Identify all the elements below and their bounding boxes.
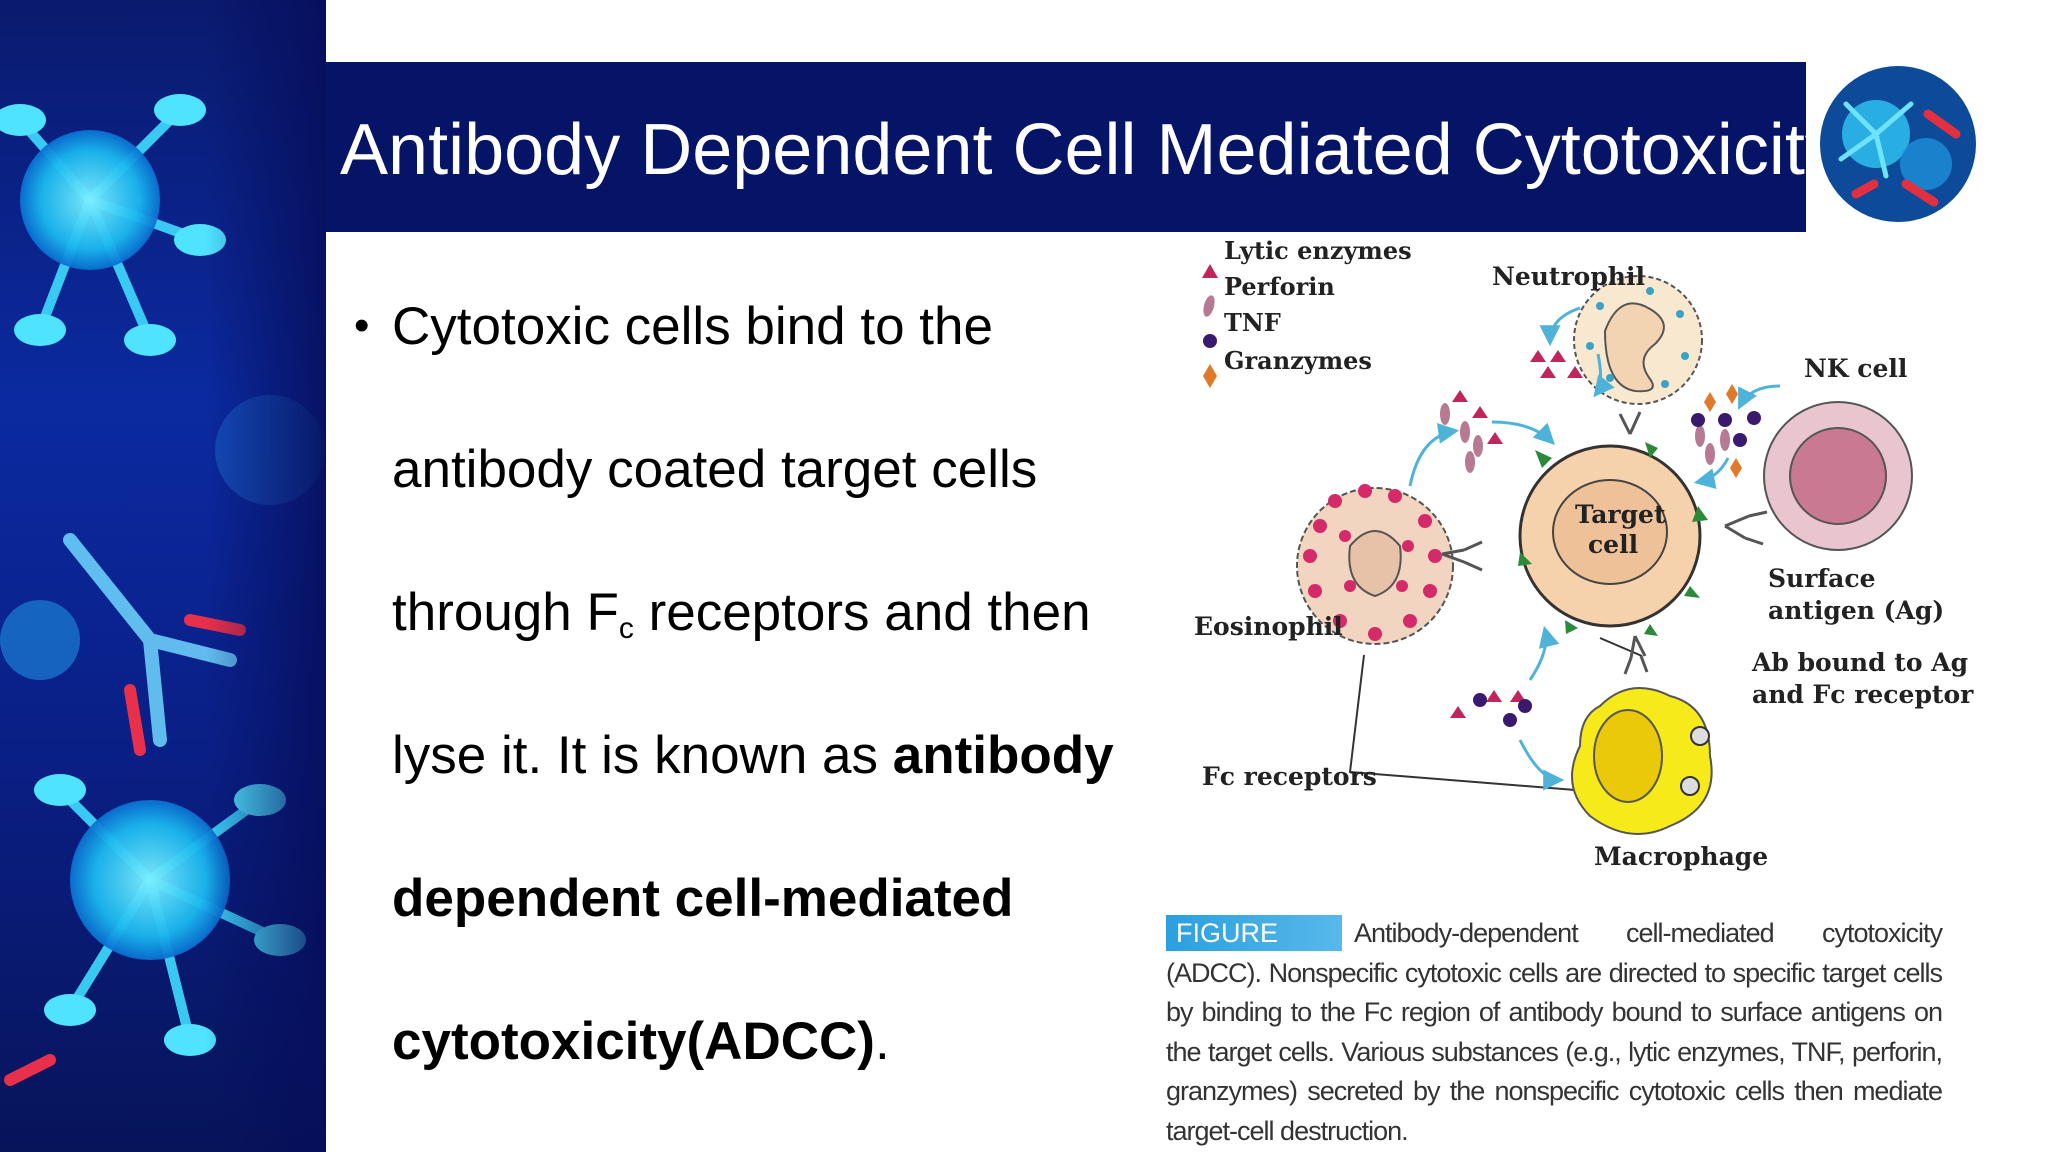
eosinophil-cell (1296, 484, 1454, 645)
bullet-line: dependent cell-mediated (392, 864, 1013, 934)
neutrophil-cell (1573, 275, 1703, 405)
strip-shadow (206, 0, 326, 1152)
nk-cell (1763, 401, 1913, 551)
bullet-bold-text: cytotoxicity(ADCC) (392, 1012, 875, 1071)
surface-antigen-label-line1: Surface (1768, 564, 1876, 593)
fc-subscript: c (618, 612, 634, 645)
legend-label: Granzymes (1224, 346, 1372, 375)
ab-bound-label-line2: and Fc receptor (1752, 680, 1974, 709)
legend-label: Perforin (1224, 272, 1335, 301)
adcc-illustration (1202, 264, 1913, 835)
bullet-text: Cytotoxic cells bind to the (392, 297, 993, 356)
adcc-diagram: Lytic enzymes Perforin TNF Granzymes Neu… (1180, 236, 1974, 896)
nk-cell-label: NK cell (1804, 354, 1908, 383)
surface-antigen-label-line2: antigen (Ag) (1768, 596, 1945, 625)
bullet-line: lyse it. It is known as antibody (392, 721, 1114, 791)
legend-label: TNF (1224, 308, 1281, 337)
bullet-text: antibody coated target cells (392, 440, 1038, 499)
bullet-marker: • (354, 301, 370, 350)
bullet-line: Cytotoxic cells bind to the (392, 292, 993, 362)
target-cell-label-line2: cell (1587, 530, 1639, 559)
circle-icon (1203, 334, 1217, 348)
decorative-virus-background (0, 0, 326, 1152)
bullet-bold-text: dependent cell-mediated (392, 869, 1014, 928)
bullet-bold-text: antibody (892, 726, 1114, 785)
perforin-icon (1203, 295, 1215, 317)
target-cell-label-line1: Target (1575, 500, 1666, 529)
bullet-line: antibody coated target cells (392, 435, 1037, 505)
bullet-text: . (874, 1012, 890, 1071)
bullet-text: receptors and then (633, 583, 1091, 642)
target-cell (1518, 442, 1708, 636)
bullet-line: cytotoxicity(ADCC). (392, 1007, 890, 1077)
neutrophil-label: Neutrophil (1492, 262, 1645, 291)
diamond-icon (1203, 364, 1217, 388)
eosinophil-label: Eosinophil (1194, 612, 1343, 641)
bullet-text: lyse it. It is known as (392, 726, 893, 785)
slide-title: Antibody Dependent Cell Mediated Cytotox… (340, 110, 1841, 190)
title-bar (326, 62, 1806, 232)
fc-receptors-label: Fc receptors (1202, 762, 1377, 791)
bullet-line: through Fc receptors and then (392, 578, 1091, 648)
virus-badge-image (1816, 64, 1980, 224)
bullet-text: through F (392, 583, 619, 642)
macrophage-label: Macrophage (1594, 842, 1769, 871)
caption-text: Antibody-dependent cell-mediated cytotox… (1166, 918, 1943, 1146)
legend-label: Lytic enzymes (1224, 236, 1412, 265)
figure-tag: FIGURE (1166, 915, 1342, 951)
bullet-paragraph: • Cytotoxic cells bind to the antibody c… (350, 280, 1150, 1140)
triangle-icon (1202, 264, 1218, 278)
ab-bound-label-line1: Ab bound to Ag (1752, 648, 1969, 677)
macrophage-cell (1571, 687, 1713, 835)
